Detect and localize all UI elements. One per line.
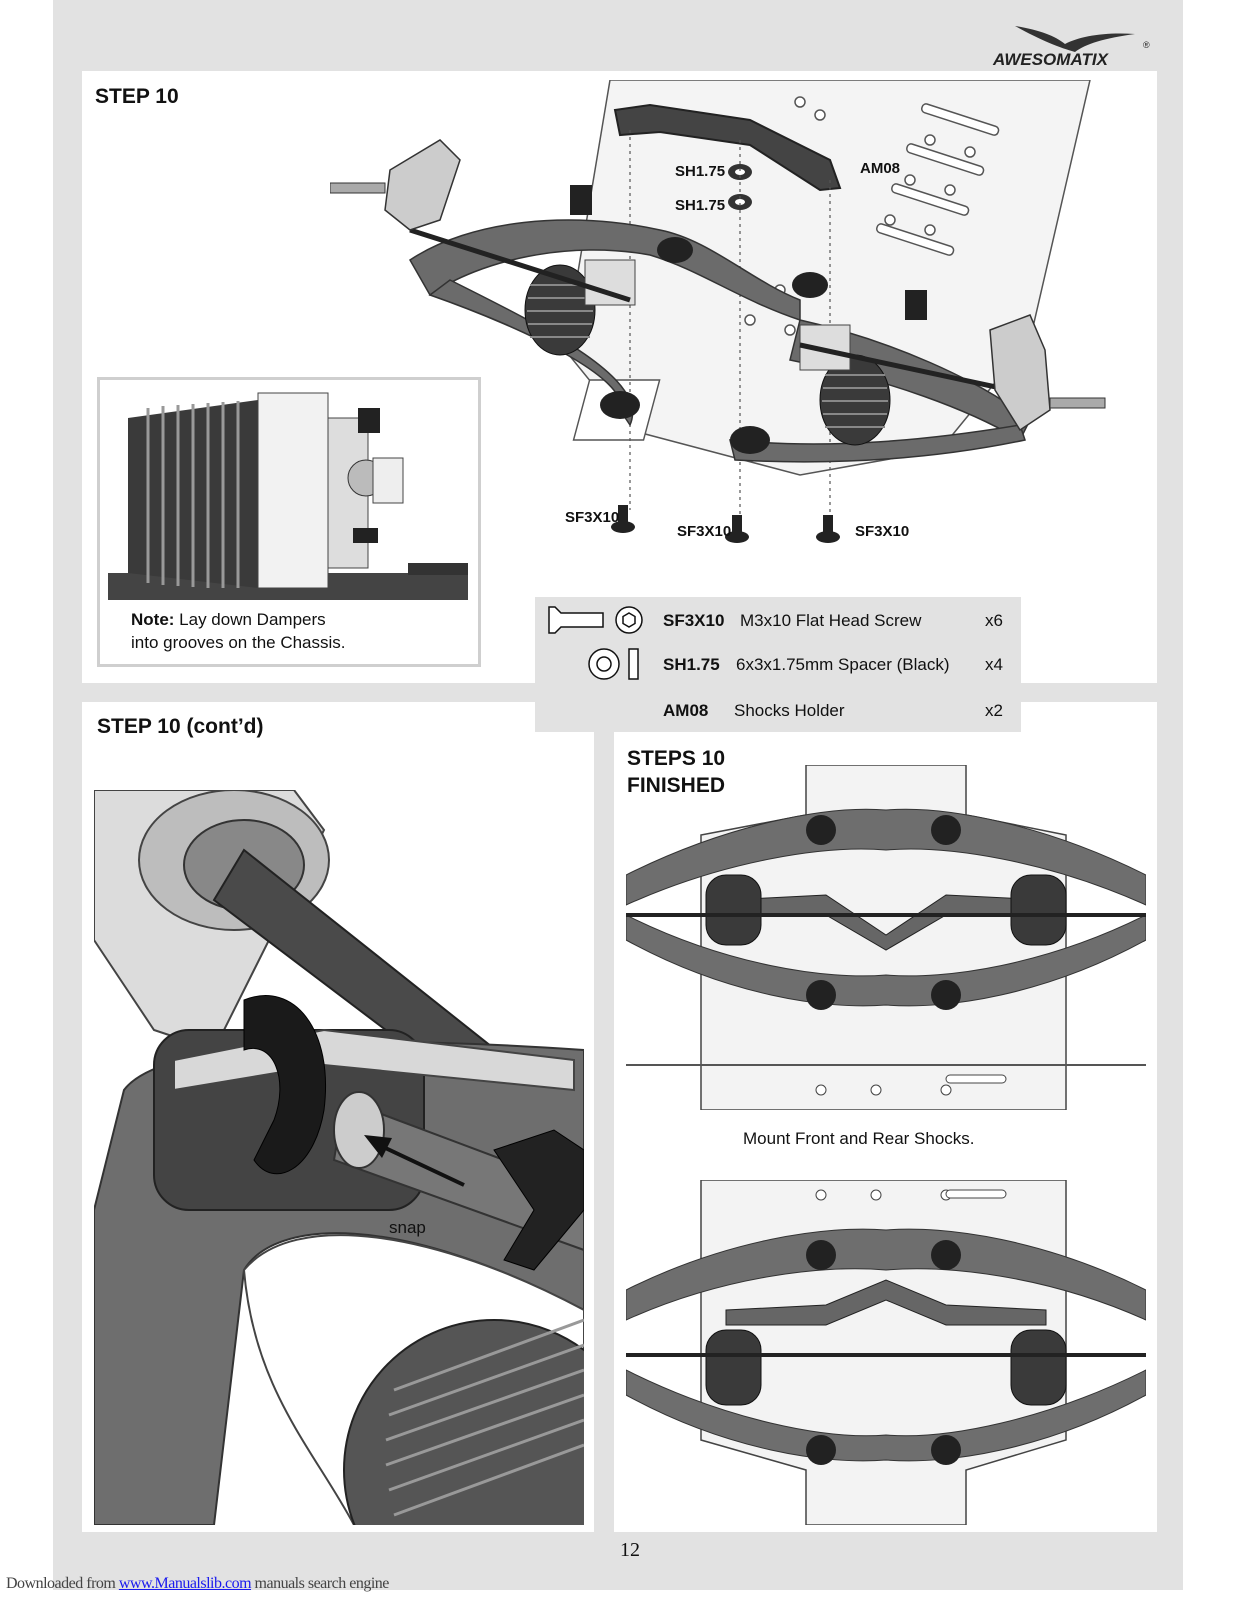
svg-text:®: ®	[1143, 40, 1150, 50]
shocks-holder-label: AM08	[860, 160, 901, 177]
step10-chassis-illustration	[330, 80, 1106, 543]
flat-head-screw-icon	[548, 606, 643, 634]
footer-suffix: manuals search engine	[251, 1575, 390, 1592]
part-desc-1: M3x10 Flat Head Screw	[740, 611, 922, 630]
finished-title-line-1: STEPS 10	[627, 747, 726, 770]
step10-contd-title: STEP 10 (cont’d)	[97, 715, 264, 738]
finished-rear-illustration	[626, 1180, 1146, 1525]
snap-label: snap	[389, 1218, 426, 1237]
screw-label-3: SF3X10	[855, 523, 910, 540]
finished-caption: Mount Front and Rear Shocks.	[743, 1129, 975, 1148]
spacer-label-2: SH1.75	[675, 197, 726, 214]
part-qty-2: x4	[985, 655, 1003, 674]
note-line-1: Lay down Dampers	[174, 610, 326, 629]
parts-row-3: AM08 Shocks Holder x2	[535, 701, 1021, 745]
finished-front-illustration	[626, 765, 1146, 1110]
parts-list: SF3X10 M3x10 Flat Head Screw x6 SH1.75 6…	[535, 597, 1021, 732]
note-label: Note:	[131, 610, 175, 629]
footer: Downloaded from www.Manualslib.com manua…	[6, 1575, 389, 1593]
spacer-label-1: SH1.75	[675, 163, 726, 180]
brand-logo-text: AWESOMATIX	[992, 50, 1110, 68]
parts-row-2: SH1.75 6x3x1.75mm Spacer (Black) x4	[535, 655, 1021, 699]
part-qty-3: x2	[985, 701, 1003, 720]
spacer-icon	[588, 648, 639, 680]
part-qty-1: x6	[985, 611, 1003, 630]
parts-row-1: SF3X10 M3x10 Flat Head Screw x6	[535, 611, 1021, 655]
part-code-2: SH1.75	[663, 655, 720, 674]
footer-link[interactable]: www.Manualslib.com	[118, 1575, 252, 1592]
snap-detail-illustration	[94, 790, 584, 1525]
step10-title: STEP 10	[95, 85, 179, 108]
note-box: Note: Lay down Dampers into grooves on t…	[97, 377, 481, 667]
finished-title-line-2: FINISHED	[627, 774, 726, 797]
note-line-2: into grooves on the Chassis.	[131, 633, 346, 652]
part-code-3: AM08	[663, 701, 709, 720]
damper-detail-illustration	[108, 392, 468, 600]
screw-label-2: SF3X10	[677, 523, 732, 540]
footer-prefix: Downloaded from	[6, 1575, 119, 1592]
brand-logo: AWESOMATIX ®	[992, 26, 1150, 68]
part-desc-2: 6x3x1.75mm Spacer (Black)	[736, 655, 950, 674]
note-text: Note: Lay down Dampers into grooves on t…	[131, 608, 346, 654]
page-number: 12	[620, 1539, 640, 1561]
screw-label-1: SF3X10	[565, 509, 620, 526]
part-code-1: SF3X10	[663, 611, 725, 630]
part-desc-3: Shocks Holder	[734, 701, 845, 720]
